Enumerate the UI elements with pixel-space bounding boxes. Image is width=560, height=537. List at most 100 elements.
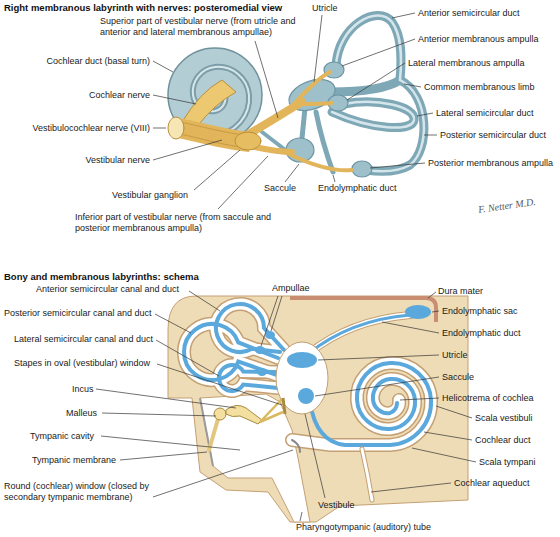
ampulla-schema [257,368,267,376]
leader-line [404,84,421,87]
label-anchor: Posterior semicircular duct [440,130,546,141]
label-anchor: Scala vestibuli [475,413,533,424]
leader-line [156,340,219,376]
part-label: Cochlear duct [475,435,531,446]
part-label: Saccule [264,183,296,194]
leader-line [155,314,191,333]
label-anchor: Posterior membranous ampulla [428,158,553,169]
part-label: Endolymphatic sac [442,306,518,317]
leader-line [300,512,302,521]
part-label: Superior part of vestibular nerve (from … [100,16,305,38]
leader-line [382,322,439,333]
endolymphatic-duct-schema [308,315,410,354]
part-label: Posterior membranous ampulla [428,158,553,169]
label-anchor: Saccule [442,372,474,383]
label-anchor: Tympanic membrane [32,455,116,466]
leader-line [120,452,207,460]
label-anchor: Vestibulocochlear nerve (VIII) [32,123,150,134]
view-heading: Bony and membranous labyrinths: schema [4,271,199,282]
part-label: Vestibulocochlear nerve (VIII) [32,123,150,134]
leader-line [189,291,220,311]
round-window-membrane [292,440,300,452]
leader-line [424,135,437,136]
label-anchor: Lateral semicircular canal and duct [14,334,153,345]
label-anchor: Common membranous limb [424,82,535,93]
label-anchor: Anterior semicircular duct [418,8,520,19]
leader-line [333,175,335,182]
label-anchor: Ampullae [272,283,310,294]
leader-line [424,432,472,440]
label-anchor: Bony and membranous labyrinths: schema [4,271,199,282]
part-label: Scala vestibuli [475,413,533,424]
part-label: Stapes in oval (vestibular) window [14,358,150,369]
label-anchor: Posterior semicircular canal and duct [4,308,152,319]
part-label: Cochlear duct (basal turn) [46,56,150,67]
part-label: Lateral semicircular duct [436,108,534,119]
canal-perilymph [308,315,410,354]
part-label: Dura mater [438,286,483,297]
leader-line [157,364,282,405]
leader-line [432,311,439,312]
leader-line [153,128,166,129]
part-label: Vestibular nerve [85,155,150,166]
label-anchor: Anterior membranous ampulla [418,34,539,45]
label-anchor: Utricle [442,350,468,361]
endolymphatic-duct [316,112,333,172]
leader-line [153,61,173,72]
label-anchor: Vestibular nerve [85,155,150,166]
label-anchor: Pharyngotympanic (auditory) tube [296,522,431,533]
leader-line [153,95,196,104]
part-label: Inferior part of vestibular nerve (from … [75,212,275,234]
leader-line [412,448,476,462]
vestibule-schema [255,305,431,414]
nerve-branch [295,103,332,104]
part-label: Anterior semicircular duct [418,8,520,19]
incus-shape [226,405,262,424]
leader-line [218,156,268,209]
utricle-schema [287,352,317,368]
label-anchor: Helicotrema of cochlea [442,393,534,404]
label-anchor: Inferior part of vestibular nerve (from … [75,212,275,234]
leader-line [255,41,278,118]
part-label: Vestibular ganglion [112,190,188,201]
tympanic-membrane-line [200,398,213,466]
leader-line [400,398,439,400]
leader-line [194,150,240,190]
label-anchor: Vestibular ganglion [112,190,188,201]
label-anchor: Cochlear aqueduct [454,478,530,489]
label-anchor: Stapes in oval (vestibular) window [14,358,150,369]
part-label: Tympanic cavity [30,431,94,442]
ampulla-schema [265,331,275,339]
label-anchor: Cochlear duct (basal turn) [46,56,150,67]
part-label: Tympanic membrane [32,455,116,466]
label-anchor: Endolymphatic duct [442,328,521,339]
label-anchor: Cochlear duct [475,435,531,446]
leader-line [305,414,325,498]
leader-line [342,39,415,66]
leader-line [318,355,439,360]
part-label: Helicotrema of cochlea [442,393,534,404]
part-label: Endolymphatic duct [318,183,397,194]
leader-line [101,436,240,450]
part-label: Cochlear aqueduct [454,478,530,489]
part-label: Anterior membranous ampulla [418,34,539,45]
leader-line [261,296,278,346]
nerves-top [168,72,352,170]
leader-line [96,389,236,408]
leader-line [417,113,433,116]
leader-line [392,13,415,18]
label-anchor: Endolymphatic duct [318,183,397,194]
part-label: Anterior semicircular canal and duct [36,284,179,295]
label-anchor: Lateral semicircular duct [436,108,534,119]
stapes-crura [260,399,283,422]
leader-line [428,292,436,298]
leader-line [347,63,405,100]
cochlea-shell [168,48,262,142]
part-label: Saccule [442,372,474,383]
leader-line [370,163,425,168]
label-anchor: Malleus [66,408,97,419]
endolymphatic-sac-shape [405,305,431,319]
leader-line [285,164,299,182]
nerve-branch [292,72,330,106]
